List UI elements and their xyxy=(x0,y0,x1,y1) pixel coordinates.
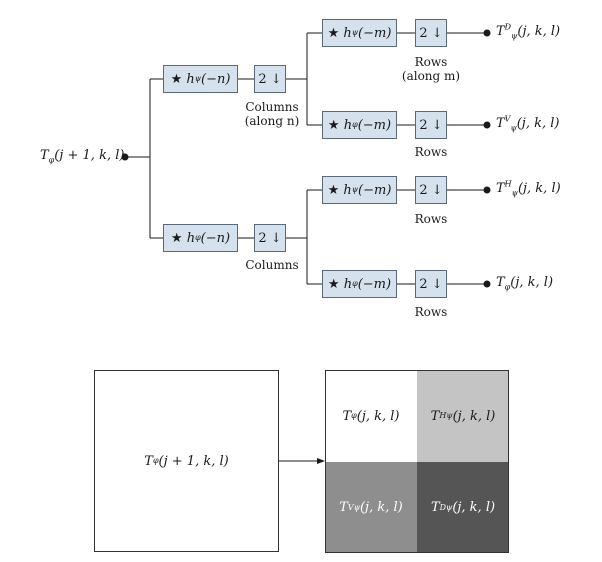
output-diagonal-label: TDψ(j, k, l) xyxy=(496,22,561,41)
downsample-columns-top: 2 ↓ xyxy=(254,65,286,93)
convolution-star-icon: ★ xyxy=(170,230,183,246)
caption-rows-approx: Rows xyxy=(414,305,448,319)
caption-rows-along-m: Rows (along m) xyxy=(401,55,461,83)
convolution-star-icon: ★ xyxy=(170,71,183,87)
caption-rows-horiz: Rows xyxy=(414,212,448,226)
output-approximation-label: Tφ(j, k, l) xyxy=(496,275,554,292)
convolution-star-icon: ★ xyxy=(327,276,340,292)
input-signal-label: Tφ(j + 1, k, l) xyxy=(40,148,125,165)
downsample-rows-approx: 2 ↓ xyxy=(415,270,447,298)
convolution-star-icon: ★ xyxy=(327,117,340,133)
convolution-star-icon: ★ xyxy=(327,25,340,41)
downsample-rows-vert: 2 ↓ xyxy=(415,111,447,139)
downsample-columns-bottom: 2 ↓ xyxy=(254,224,286,252)
output-vertical-label: TVψ(j, k, l) xyxy=(496,114,560,133)
downsample-rows-horiz: 2 ↓ xyxy=(415,176,447,204)
downsample-rows-diag: 2 ↓ xyxy=(415,19,447,47)
caption-columns-along-n: Columns (along n) xyxy=(244,100,300,128)
convolution-star-icon: ★ xyxy=(327,182,340,198)
caption-rows-vert: Rows xyxy=(414,145,448,159)
caption-columns: Columns xyxy=(245,258,299,272)
output-horizontal-label: THψ(j, k, l) xyxy=(496,179,561,198)
